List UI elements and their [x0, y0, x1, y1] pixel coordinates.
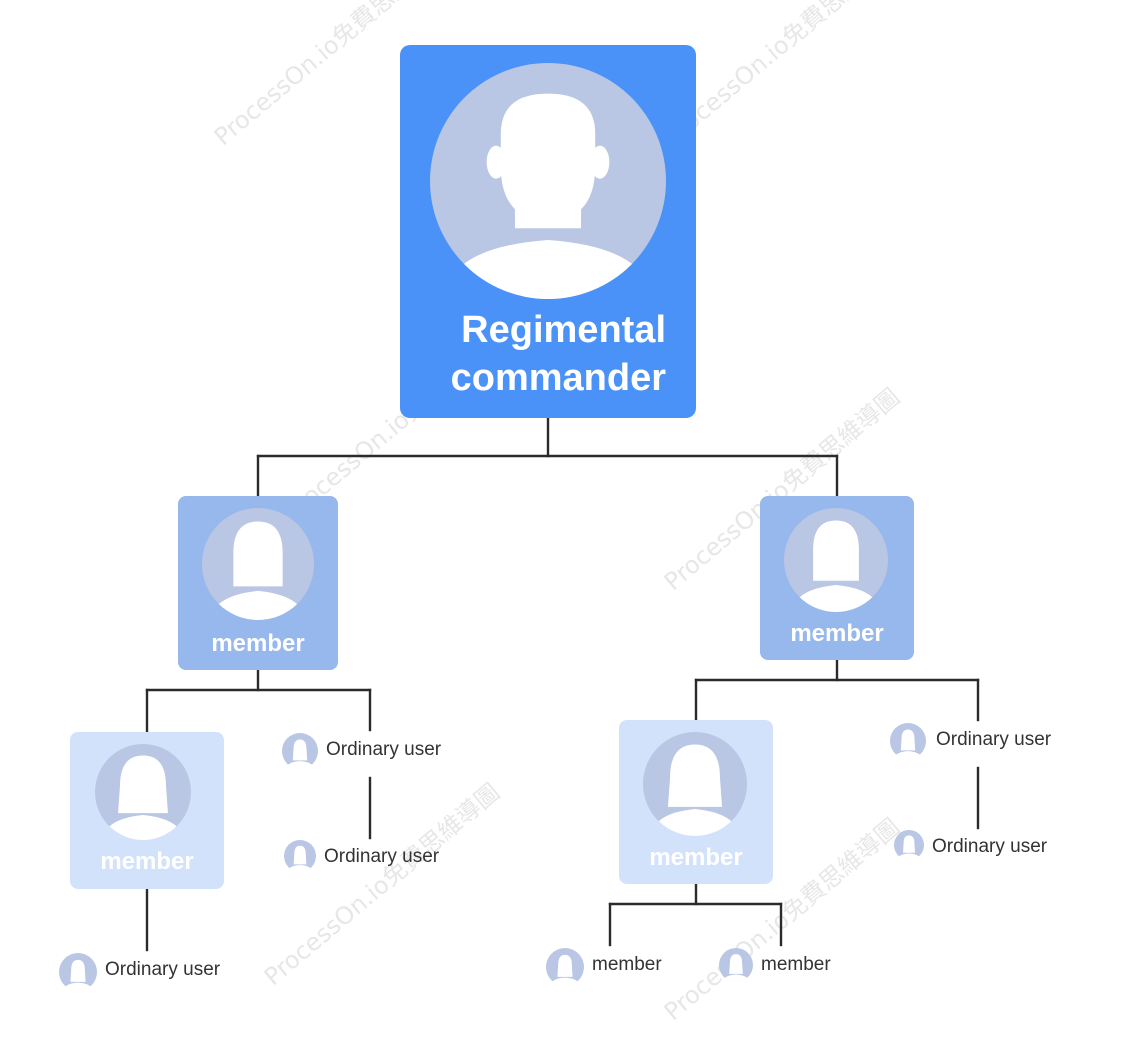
- leaf-label: Ordinary user: [326, 739, 442, 760]
- leaf-label: Ordinary user: [324, 846, 440, 867]
- user-avatar-icon: [890, 723, 926, 759]
- leaf-label: Ordinary user: [936, 729, 1052, 750]
- leaf-label: Ordinary user: [932, 836, 1048, 857]
- member-label: member: [211, 630, 305, 657]
- leaf-node[interactable]: Ordinary user: [894, 830, 1084, 864]
- leaf-node[interactable]: member: [719, 948, 859, 982]
- male-avatar-icon: [430, 63, 666, 299]
- user-avatar-icon: [282, 733, 318, 769]
- root-node-card[interactable]: Regimental commander: [400, 45, 696, 418]
- member-card-right[interactable]: member: [760, 496, 914, 660]
- member-label: member: [100, 848, 194, 875]
- leaf-node[interactable]: Ordinary user: [282, 733, 472, 769]
- member-card-right-sub[interactable]: member: [619, 720, 773, 884]
- root-label-line2: commander: [450, 357, 666, 399]
- female-avatar-icon: [95, 744, 191, 840]
- leaf-label: Ordinary user: [105, 959, 221, 980]
- member-card-left[interactable]: member: [178, 496, 338, 670]
- member-card-left-sub[interactable]: member: [70, 732, 224, 889]
- user-avatar-icon: [546, 948, 584, 986]
- female-avatar-icon: [643, 732, 747, 836]
- leaf-label: member: [761, 954, 831, 975]
- root-label-line1: Regimental: [461, 309, 666, 351]
- user-avatar-icon: [284, 840, 316, 872]
- user-avatar-icon: [719, 948, 753, 982]
- female-avatar-icon: [202, 508, 314, 620]
- user-avatar-icon: [894, 830, 924, 860]
- leaf-node[interactable]: Ordinary user: [284, 840, 474, 874]
- member-label: member: [790, 620, 884, 647]
- leaf-node[interactable]: Ordinary user: [59, 953, 249, 991]
- member-label: member: [649, 844, 743, 871]
- female-avatar-icon: [784, 508, 888, 612]
- leaf-node[interactable]: member: [546, 948, 686, 986]
- leaf-node[interactable]: Ordinary user: [890, 723, 1080, 759]
- user-avatar-icon: [59, 953, 97, 991]
- leaf-label: member: [592, 954, 662, 975]
